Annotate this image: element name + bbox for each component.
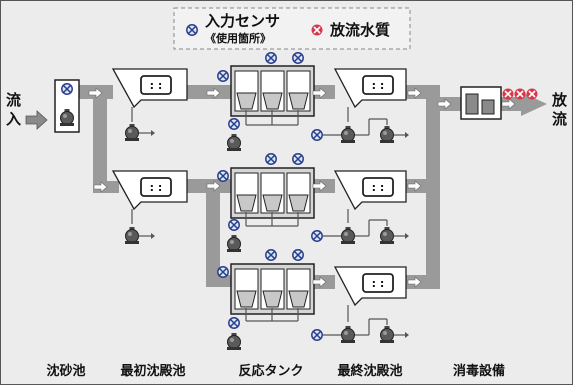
pump-icon	[226, 234, 242, 253]
pump-icon	[226, 332, 242, 351]
inflow-label-1: 流	[6, 91, 21, 109]
label-final-clarifier: 最終沈殿池	[337, 363, 402, 379]
reaction-tank-2	[217, 153, 315, 253]
sensor-icon	[228, 317, 240, 329]
final-clarifier-1: : :	[311, 68, 409, 144]
sensor-icon	[292, 153, 304, 165]
sensor-icon	[265, 52, 277, 64]
water-quality-legend-icon	[310, 23, 324, 37]
sensor-icon	[217, 170, 229, 182]
reaction-tank-1	[217, 52, 315, 152]
sensor-icon	[228, 118, 240, 130]
pump-icon	[379, 125, 395, 144]
sensor-legend-label: 入力センサ	[205, 12, 280, 30]
sensor-icon	[311, 230, 323, 242]
pump-icon	[226, 133, 242, 152]
water-quality-icon	[525, 87, 539, 101]
water-quality-icon	[513, 87, 527, 101]
disinfection-facility	[460, 86, 502, 120]
sensor-icon	[217, 70, 229, 82]
pump-icon	[340, 125, 356, 144]
display-text: : :	[372, 277, 385, 290]
label-disinfection: 消毒設備	[453, 363, 505, 379]
reaction-tank-3	[217, 249, 315, 351]
display-text: : :	[150, 79, 163, 92]
pump-icon	[379, 325, 395, 344]
pump-icon	[124, 123, 140, 142]
display-text: : :	[372, 181, 385, 194]
sensor-icon	[311, 129, 323, 141]
display-text: : :	[150, 181, 163, 194]
pump-icon	[340, 325, 356, 344]
label-grit-chamber: 沈砂池	[46, 363, 85, 379]
inflow-label-2: 入	[6, 110, 21, 128]
sensor-icon	[292, 249, 304, 261]
water-quality-legend-label: 放流水質	[329, 21, 390, 39]
sensor-icon	[61, 83, 73, 95]
pump-icon	[379, 226, 395, 245]
legend: 入力センサ 《使用箇所》 放流水質	[173, 7, 411, 50]
sensor-icon	[265, 153, 277, 165]
primary-clarifier-1: : :	[111, 68, 188, 142]
sensor-icon	[217, 266, 229, 278]
sensor-icon	[292, 52, 304, 64]
pipes	[79, 85, 547, 289]
pump-icon	[340, 226, 356, 245]
pump-icon	[124, 226, 140, 245]
sensor-legend-icon	[186, 24, 198, 36]
inflow-arrow-icon	[25, 110, 48, 130]
water-quality-icon	[501, 87, 515, 101]
outflow-label-2: 流	[552, 110, 567, 128]
sensor-icon	[311, 329, 323, 341]
label-reaction-tank: 反応タンク	[238, 363, 303, 379]
sensor-icon	[228, 219, 240, 231]
final-clarifier-3: : :	[311, 266, 409, 344]
primary-clarifier-2: : :	[111, 170, 188, 245]
grit-chamber	[54, 79, 80, 133]
label-primary-clarifier: 最初沈殿池	[120, 363, 185, 379]
outflow-label-1: 放	[551, 91, 568, 109]
process-labels: 沈砂池 最初沈殿池 反応タンク 最終沈殿池 消毒設備	[46, 363, 505, 379]
sensor-legend-sublabel: 《使用箇所》	[205, 31, 271, 45]
sensor-icon	[265, 249, 277, 261]
display-text: : :	[372, 79, 385, 92]
final-clarifier-2: : :	[311, 170, 409, 245]
